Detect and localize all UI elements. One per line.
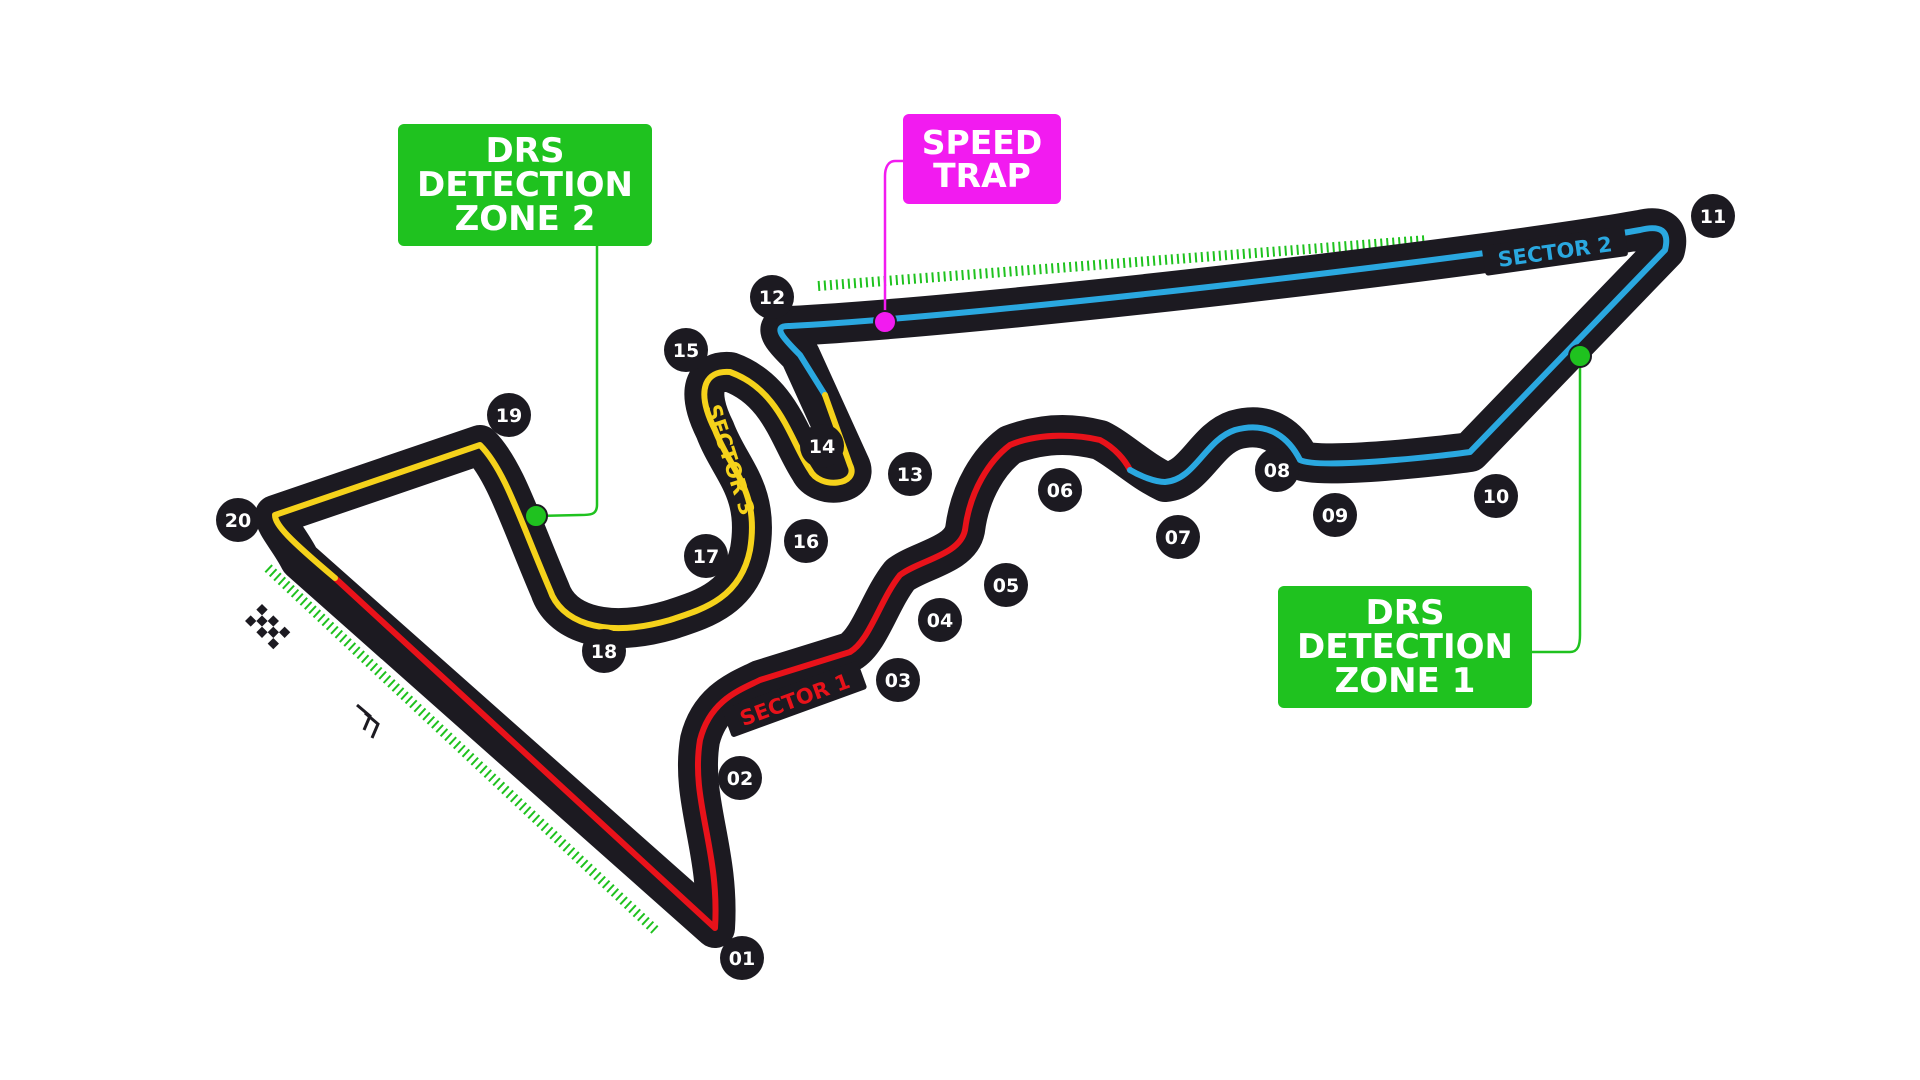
speed-trap-callout: SPEED TRAP [903,114,1061,204]
svg-text:11: 11 [1700,206,1726,228]
svg-text:06: 06 [1047,480,1073,502]
turn-19: 19 [487,393,531,437]
svg-text:09: 09 [1322,505,1348,527]
drs-detection-zone-2-callout: DRS DETECTION ZONE 2 [398,124,652,246]
callout-line: ZONE 1 [1334,661,1476,701]
svg-text:16: 16 [793,531,819,553]
turn-01: 01 [720,936,764,980]
turn-03: 03 [876,658,920,702]
turn-05: 05 [984,563,1028,607]
callout-line: ZONE 2 [454,199,596,239]
callout-line: DETECTION [1296,627,1514,667]
drs-zone-2-leader [535,246,599,518]
svg-text:17: 17 [693,546,719,568]
turn-11: 11 [1691,194,1735,238]
callout-line: DRS [1365,593,1445,633]
turn-18: 18 [582,629,626,673]
turn-08: 08 [1255,448,1299,492]
drs-detection-zone-1-callout: DRS DETECTION ZONE 1 [1278,586,1532,708]
svg-text:01: 01 [729,948,755,970]
turn-04: 04 [918,598,962,642]
svg-text:19: 19 [496,405,522,427]
turn-09: 09 [1313,493,1357,537]
svg-text:15: 15 [673,340,699,362]
svg-text:14: 14 [809,436,835,458]
turn-15: 15 [664,328,708,372]
svg-text:02: 02 [727,768,753,790]
turn-17: 17 [684,534,728,578]
sector-3-line [272,368,855,631]
turn-10: 10 [1474,474,1518,518]
turn-markers: 01 02 03 04 05 06 07 08 09 10 11 12 13 1… [216,194,1735,980]
callout-line: TRAP [933,156,1031,195]
turn-12: 12 [750,275,794,319]
callout-line: DRS [485,131,565,171]
svg-text:13: 13 [897,464,923,486]
svg-text:20: 20 [225,510,251,532]
turn-20: 20 [216,498,260,542]
chevron-direction-icon [356,703,380,739]
checkered-flag-icon [245,604,291,650]
svg-text:08: 08 [1264,460,1290,482]
turn-06: 06 [1038,468,1082,512]
svg-text:05: 05 [993,575,1019,597]
turn-13: 13 [888,452,932,496]
svg-text:07: 07 [1165,527,1191,549]
turn-07: 07 [1156,515,1200,559]
drs-detection-1-marker [1568,344,1592,368]
sector-2-line [777,225,1670,485]
turn-16: 16 [784,519,828,563]
svg-text:03: 03 [885,670,911,692]
speed-trap-marker [873,310,897,334]
drs-zone-1-leader [1532,356,1582,654]
svg-text:12: 12 [759,287,785,309]
callout-line: DETECTION [416,165,634,205]
track-outline [255,208,1687,948]
svg-text:04: 04 [927,610,953,632]
drs-zone-main-straight [264,564,659,934]
turn-02: 02 [718,756,762,800]
sector-1-line [332,432,1133,931]
callout-line: SPEED [921,123,1043,162]
svg-text:10: 10 [1483,486,1509,508]
turn-14: 14 [800,424,844,468]
svg-text:18: 18 [591,641,617,663]
drs-detection-2-marker [524,504,548,528]
speed-trap-leader [883,159,903,322]
